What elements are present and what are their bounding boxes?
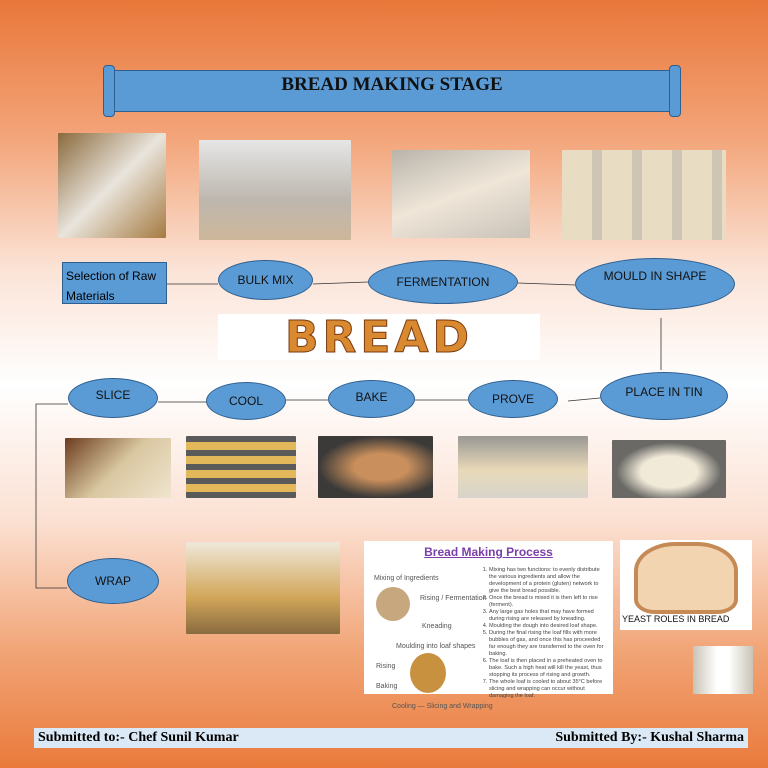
step-bake: BAKE <box>328 380 415 418</box>
photo-baked-loaf <box>318 436 433 498</box>
step-mould-in-shape: MOULD IN SHAPE <box>575 258 735 310</box>
step-slice: SLICE <box>68 378 158 418</box>
step-wrap: WRAP <box>67 558 159 604</box>
infographic-title: Bread Making Process <box>424 545 553 559</box>
step-prove: PROVE <box>468 380 558 418</box>
step-place-in-tin: PLACE IN TIN <box>600 372 728 420</box>
process-step: Moulding the dough into desired loaf sha… <box>489 623 608 630</box>
loaf-image <box>410 653 446 693</box>
yeast-roles-image: YEAST ROLES IN BREAD <box>620 540 752 630</box>
bread-word-image: BREAD <box>218 311 540 363</box>
submitted-to: Submitted to:- Chef Sunil Kumar <box>38 730 239 745</box>
bread-making-process-infographic: Bread Making Process Mixing of Ingredien… <box>364 541 613 710</box>
photo-flour-wheat <box>58 133 166 238</box>
photo-shaped-loaves <box>562 150 726 240</box>
step-fermentation: FERMENTATION <box>368 260 518 304</box>
process-step: The loaf is then placed in a preheated o… <box>489 658 608 679</box>
step-raw-materials: Selection of Raw Materials <box>62 262 167 304</box>
photo-cooling-rack <box>186 436 296 498</box>
yeast-label: YEAST ROLES IN BREAD <box>622 614 730 624</box>
photo-sliced-bread <box>65 438 171 498</box>
bread-slice-icon <box>634 542 738 614</box>
photo-proving-dough <box>458 436 588 498</box>
process-step: The whole loaf is cooled to about 35°C b… <box>489 679 608 700</box>
infographic-label: Cooling — Slicing and Wrapping <box>392 703 493 710</box>
photo-mixer <box>199 140 351 240</box>
photo-dough-in-tin <box>612 440 726 498</box>
process-step: Any large gas holes that may have formed… <box>489 609 608 623</box>
submitted-by: Submitted By:- Kushal Sharma <box>555 730 744 745</box>
step-cool: COOL <box>206 382 286 420</box>
title-banner: BREAD MAKING STAGE <box>103 65 681 117</box>
kneading-image <box>376 587 410 621</box>
infographic-label: Baking <box>376 683 398 690</box>
photo-dough-pieces <box>392 150 530 238</box>
process-step: Mixing has two functions: to evenly dist… <box>489 567 608 595</box>
footer-bar: Submitted to:- Chef Sunil Kumar Submitte… <box>34 728 748 748</box>
process-step: Once the bread is mixed it is then left … <box>489 595 608 609</box>
page-title: BREAD MAKING STAGE <box>281 74 503 95</box>
infographic-label: Rising <box>376 663 396 670</box>
process-steps-list: Mixing has two functions: to evenly dist… <box>480 567 608 700</box>
photo-wrapped-bread <box>186 542 340 634</box>
infographic-label: Kneading <box>422 623 452 630</box>
infographic-label: Moulding into loaf shapes <box>396 643 476 650</box>
author-photo <box>693 646 753 694</box>
step-bulk-mix: BULK MIX <box>218 260 313 300</box>
process-step: During the final rising the loaf fills w… <box>489 630 608 658</box>
infographic-label: Mixing of Ingredients <box>374 575 439 582</box>
infographic-label: Rising / Fermentation <box>420 595 487 602</box>
